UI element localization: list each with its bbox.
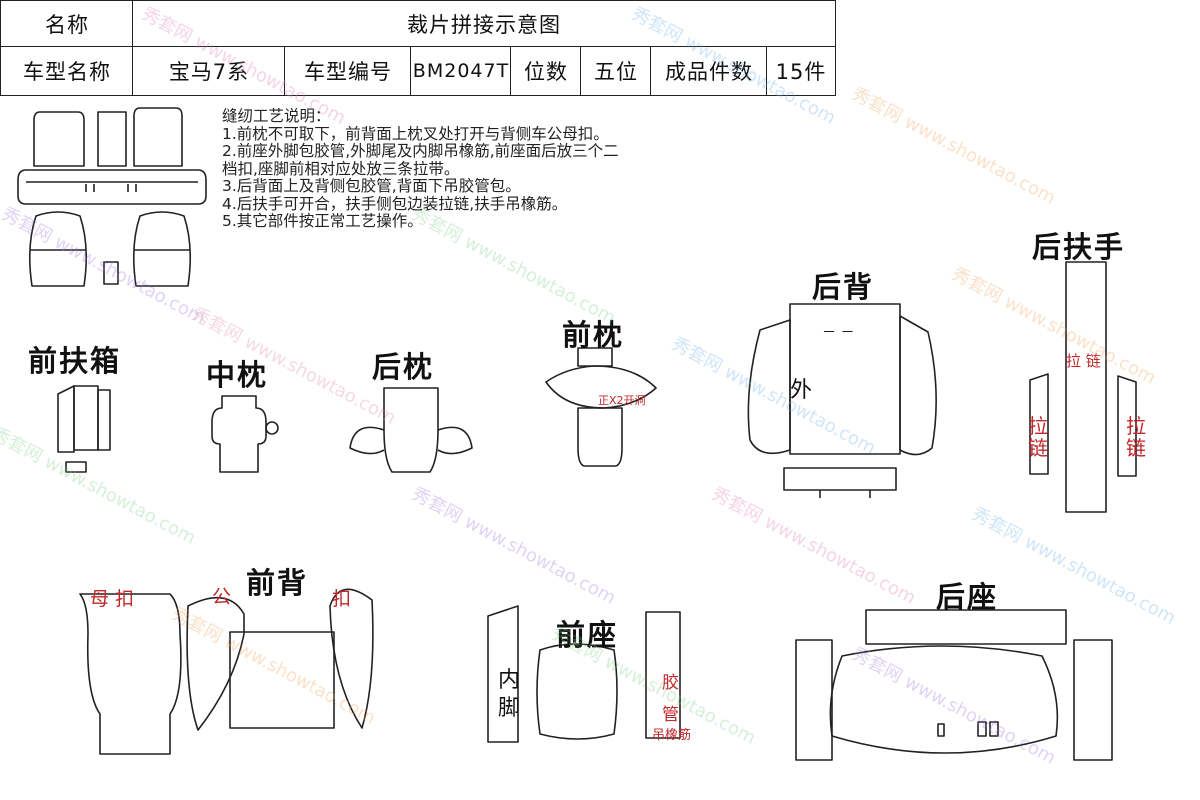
rear-armrest-pieces xyxy=(1029,261,1137,513)
annotation-front-seat-inner-1: 内 xyxy=(498,668,521,693)
annotation-armrest-zip-top: 拉 链 xyxy=(1066,352,1101,370)
front-armrest-box-pieces xyxy=(57,385,111,473)
label-rear-back: 后背 xyxy=(812,270,875,304)
annotation-armrest-zip-right-2: 链 xyxy=(1126,436,1146,460)
front-seat-pieces xyxy=(487,605,681,743)
table-seats: 五位 xyxy=(580,46,652,96)
label-middle-headrest: 中枕 xyxy=(206,358,269,392)
table-model-code: BM2047T xyxy=(410,46,512,96)
notes-heading: 缝纫工艺说明： xyxy=(222,107,331,125)
annotation-rear-back-dash: － － xyxy=(822,325,855,341)
annotation-armrest-zip-left-1: 拉 xyxy=(1028,414,1048,438)
label-rear-armrest: 后扶手 xyxy=(1032,230,1126,264)
annotation-front-back-buckle: 扣 xyxy=(332,588,352,610)
annotation-front-seat-inner-2: 脚 xyxy=(498,696,521,721)
notes-line: 2.前座外脚包胶管,外脚尾及内脚吊橡筋,前座面后放三个二 xyxy=(222,142,619,160)
rear-back-pieces xyxy=(747,303,937,498)
table-pieces: 15件 xyxy=(766,46,836,96)
annotation-front-seat-tube-1: 胶 xyxy=(662,673,679,693)
rear-seat-pieces xyxy=(795,609,1113,761)
notes-line: 3.后背面上及背侧包胶管,背面下吊胶管包。 xyxy=(222,177,521,195)
seat-thumbnail xyxy=(17,107,207,287)
label-front-seat: 前座 xyxy=(556,618,619,652)
annotation-front-back-male: 公 xyxy=(212,586,232,608)
annotation-rear-back-outer: 外 xyxy=(790,378,813,403)
table-model-code-label: 车型编号 xyxy=(284,46,412,96)
notes-line: 4.后扶手可开合，扶手侧包边装拉链,扶手吊橡筋。 xyxy=(222,194,568,213)
notes-line: 5.其它部件按正常工艺操作。 xyxy=(222,212,423,230)
annotation-armrest-zip-right-1: 拉 xyxy=(1126,414,1146,438)
label-front-headrest: 前枕 xyxy=(562,318,625,352)
notes-line: 档扣,座脚前相对应处放三条拉带。 xyxy=(222,159,460,178)
table-model-name: 宝马7系 xyxy=(132,46,286,96)
table-pieces-label: 成品件数 xyxy=(650,46,768,96)
sewing-notes: 缝纫工艺说明： 1.前枕不可取下，前背面上枕叉处打开与背侧车公母扣。 2.前座外… xyxy=(222,107,822,231)
front-headrest-pieces xyxy=(545,347,657,467)
label-rear-seat: 后座 xyxy=(936,580,999,614)
table-seats-label: 位数 xyxy=(510,46,582,96)
table-model-name-label: 车型名称 xyxy=(0,46,134,96)
annotation-front-headrest-hole: 正X2开洞 xyxy=(598,394,646,407)
front-back-pieces xyxy=(79,588,374,755)
label-front-armrest-box: 前扶箱 xyxy=(28,344,122,378)
table-name-label: 名称 xyxy=(0,0,134,48)
notes-line: 1.前枕不可取下，前背面上枕叉处打开与背侧车公母扣。 xyxy=(222,124,609,143)
rear-headrest-pieces xyxy=(349,387,473,473)
middle-headrest-pieces xyxy=(211,395,279,473)
label-rear-headrest: 后枕 xyxy=(372,350,435,384)
annotation-front-seat-elastic: 吊橡筋 xyxy=(652,728,692,743)
label-front-back: 前背 xyxy=(246,566,309,600)
annotation-front-back-female: 母 扣 xyxy=(90,588,135,610)
annotation-armrest-zip-left-2: 链 xyxy=(1028,436,1048,460)
annotation-front-seat-tube-2: 管 xyxy=(662,705,679,725)
